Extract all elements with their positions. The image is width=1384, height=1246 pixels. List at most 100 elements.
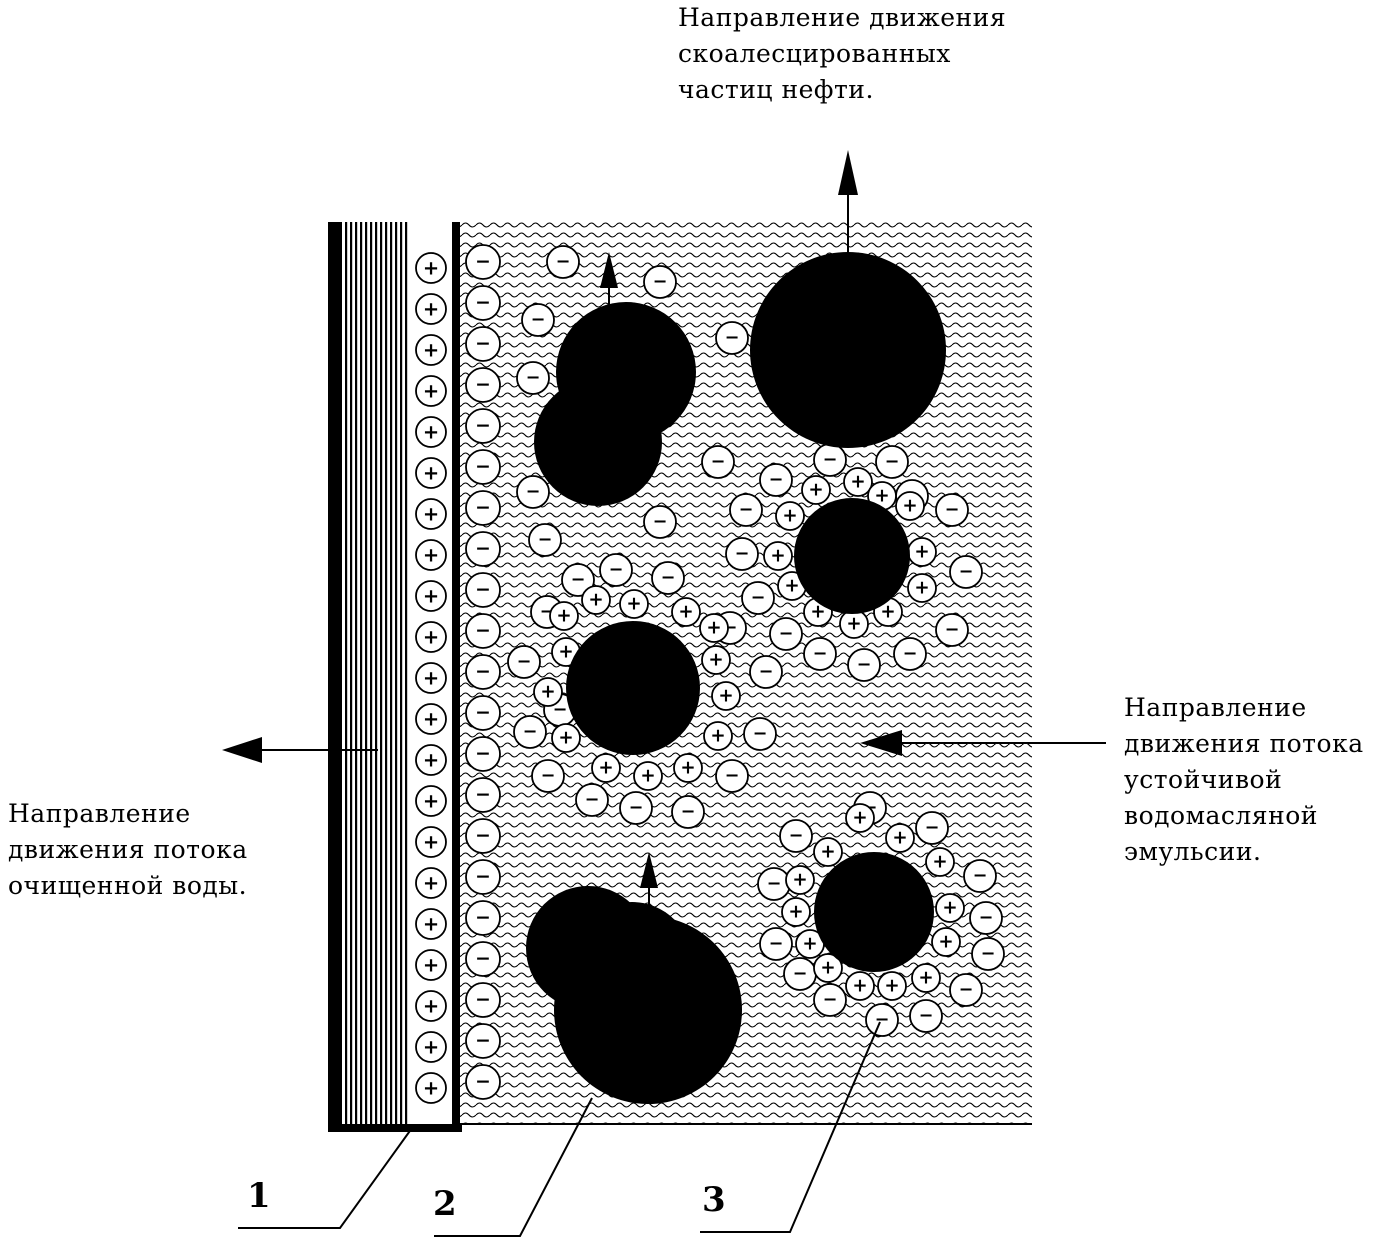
svg-text:+: +: [640, 766, 655, 787]
svg-text:−: −: [475, 539, 491, 560]
positive-ion: +: [775, 501, 805, 531]
negative-ion: −: [813, 443, 847, 477]
svg-text:+: +: [718, 686, 733, 707]
svg-text:−: −: [523, 722, 538, 742]
positive-ion: +: [781, 897, 811, 927]
negative-ion: −: [935, 493, 969, 527]
oil-droplet: [534, 378, 662, 506]
negative-ion: −: [465, 490, 501, 526]
positive-ion: +: [415, 334, 447, 366]
negative-ion: −: [465, 326, 501, 362]
oil-droplet: [566, 621, 700, 755]
negative-ion: −: [875, 445, 909, 479]
svg-text:−: −: [981, 944, 996, 964]
negative-ion: −: [969, 901, 1003, 935]
positive-ion: +: [415, 1031, 447, 1063]
svg-text:+: +: [423, 872, 439, 895]
negative-ion: −: [759, 463, 793, 497]
arrow-oil-up-bottom: [640, 852, 658, 912]
svg-text:+: +: [942, 898, 957, 919]
svg-text:−: −: [735, 544, 750, 564]
svg-text:+: +: [540, 682, 555, 703]
svg-text:+: +: [880, 602, 895, 623]
negative-ion: −: [531, 759, 565, 793]
negative-ion: −: [465, 736, 501, 772]
svg-text:−: −: [767, 874, 782, 894]
svg-text:−: −: [751, 588, 766, 608]
positive-ion: +: [415, 416, 447, 448]
svg-text:+: +: [558, 642, 573, 663]
positive-ion: +: [415, 949, 447, 981]
filter-wall-solid: [328, 222, 342, 1132]
svg-text:+: +: [802, 934, 817, 955]
svg-text:−: −: [475, 252, 491, 273]
svg-text:+: +: [852, 976, 867, 997]
svg-text:−: −: [653, 272, 668, 292]
oil-droplet: [794, 498, 910, 614]
callout-number-1: 1: [247, 1176, 271, 1216]
svg-text:−: −: [475, 990, 491, 1011]
negative-ion: −: [465, 859, 501, 895]
negative-ion: −: [971, 937, 1005, 971]
positive-ion: +: [931, 927, 961, 957]
svg-text:−: −: [475, 826, 491, 847]
svg-text:+: +: [706, 618, 721, 639]
svg-text:−: −: [919, 1006, 934, 1026]
svg-text:−: −: [945, 620, 960, 640]
arrow-oil-up-main: [838, 150, 858, 262]
svg-text:+: +: [423, 544, 439, 567]
svg-text:−: −: [475, 703, 491, 724]
svg-text:−: −: [475, 662, 491, 683]
positive-ion: +: [415, 990, 447, 1022]
positive-ion: +: [785, 865, 815, 895]
negative-ion: −: [516, 361, 550, 395]
negative-ion: −: [803, 637, 837, 671]
svg-text:+: +: [423, 667, 439, 690]
svg-text:−: −: [541, 766, 556, 786]
negative-ion: −: [949, 555, 983, 589]
svg-text:+: +: [892, 828, 907, 849]
svg-text:+: +: [423, 585, 439, 608]
svg-text:+: +: [423, 462, 439, 485]
negative-ion: −: [465, 1023, 501, 1059]
negative-ion: −: [516, 475, 550, 509]
positive-ion: +: [935, 893, 965, 923]
negative-ion: −: [729, 493, 763, 527]
positive-ion: +: [673, 753, 703, 783]
positive-ion: +: [813, 837, 843, 867]
negative-ion: −: [465, 408, 501, 444]
svg-text:−: −: [725, 766, 740, 786]
positive-ion: +: [801, 475, 831, 505]
callout-number-3: 3: [702, 1180, 726, 1220]
svg-text:−: −: [759, 662, 774, 682]
svg-text:+: +: [423, 1077, 439, 1100]
svg-text:−: −: [475, 293, 491, 314]
positive-ion: +: [415, 252, 447, 284]
negative-ion: −: [521, 303, 555, 337]
svg-text:+: +: [770, 546, 785, 567]
negative-ion: −: [743, 717, 777, 751]
svg-text:−: −: [538, 530, 553, 550]
negative-ion: −: [465, 654, 501, 690]
svg-text:−: −: [475, 334, 491, 355]
positive-ion: +: [711, 681, 741, 711]
positive-ion: +: [777, 571, 807, 601]
svg-text:+: +: [914, 542, 929, 563]
svg-text:+: +: [820, 958, 835, 979]
svg-text:−: −: [556, 252, 571, 272]
positive-ion: +: [877, 971, 907, 1001]
filter-wall-edge: [452, 222, 460, 1132]
svg-text:+: +: [423, 913, 439, 936]
svg-text:−: −: [475, 867, 491, 888]
svg-text:+: +: [852, 808, 867, 829]
negative-ion: −: [749, 655, 783, 689]
svg-text:+: +: [708, 650, 723, 671]
svg-text:−: −: [475, 908, 491, 929]
positive-ion: +: [845, 971, 875, 1001]
svg-text:+: +: [710, 726, 725, 747]
svg-text:−: −: [661, 568, 676, 588]
negative-ion: −: [465, 818, 501, 854]
svg-text:−: −: [903, 644, 918, 664]
negative-ion: −: [465, 449, 501, 485]
negative-ion: −: [465, 900, 501, 936]
